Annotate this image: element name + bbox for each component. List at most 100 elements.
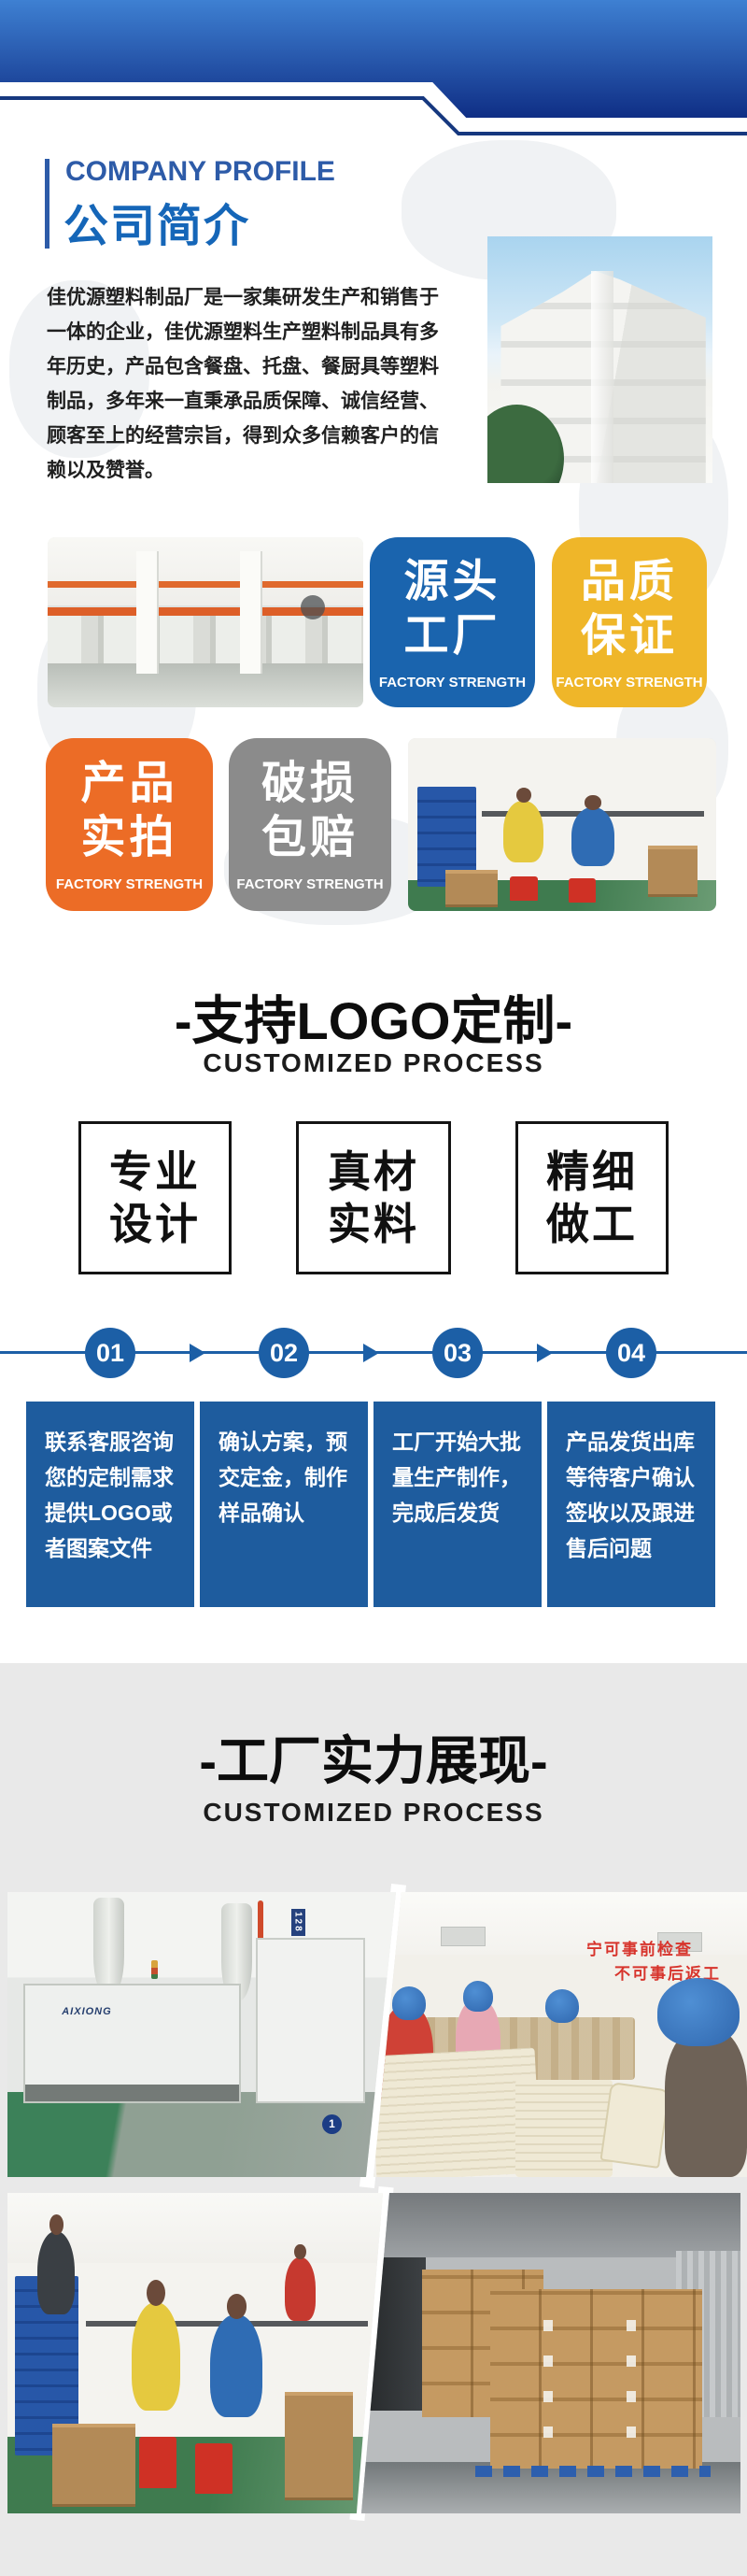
worker-head (49, 2214, 63, 2235)
factory-show-subtitle: CUSTOMIZED PROCESS (203, 1798, 544, 1827)
step-description-1: 联系客服咨询 您的定制需求 提供LOGO或 者图案文件 (26, 1402, 194, 1607)
badge-real-product-shots: 产品 实拍 FACTORY STRENGTH (46, 738, 213, 911)
feature-line: 实料 (328, 1200, 419, 1248)
building-corner (590, 270, 613, 483)
badge-title-line: 源头 (403, 556, 501, 606)
wall-slogan-line1: 宁可事前检查 (586, 1940, 693, 1958)
customization-title: -支持LOGO定制- (174, 991, 573, 1050)
column (135, 550, 157, 674)
badge-title-line: 破损 (261, 759, 359, 808)
blue-pallets (474, 2465, 711, 2477)
step-description-3: 工厂开始大批 量生产制作， 完成后发货 (374, 1402, 542, 1607)
warehouse-photo (361, 2193, 740, 2513)
worker-blue (210, 2294, 263, 2418)
worker-apron (665, 2028, 747, 2177)
badge-subtitle: FACTORY STRENGTH (236, 876, 384, 892)
tray-stack (515, 2080, 613, 2177)
badge-title-line: 工厂 (403, 610, 501, 661)
red-stool (195, 2442, 233, 2495)
worker-dark (37, 2214, 76, 2315)
worker-red (285, 2243, 316, 2322)
worker-cap-large (657, 1977, 740, 2046)
worker-cap (392, 1985, 426, 2021)
company-profile-label: COMPANY PROFILE (65, 156, 335, 187)
worker-head (294, 2243, 306, 2260)
badge-subtitle: FACTORY STRENGTH (556, 674, 703, 690)
feature-line: 专业 (109, 1147, 201, 1196)
badge-damage-compensation: 破损 包赔 FACTORY STRENGTH (229, 738, 391, 911)
feature-genuine-materials: 真材 实料 (296, 1121, 451, 1274)
machines-row (48, 615, 363, 670)
carton-labels (627, 2295, 637, 2463)
worker-blue (571, 795, 615, 866)
factory-show-title: -工厂实力展现- (199, 1731, 548, 1790)
station-number-text: 1 (329, 2117, 335, 2131)
carton-box (285, 2391, 353, 2501)
signal-light (150, 1960, 158, 1980)
worker-head (226, 2294, 247, 2319)
machine-station-number: 1 (321, 2113, 342, 2134)
orange-beam (48, 606, 363, 616)
tray-inspection-photo: 宁可事前检查 不可事后返工 (374, 1892, 747, 2177)
badge-quality-assurance: 品质 保证 FACTORY STRENGTH (552, 537, 707, 707)
feature-line: 精细 (546, 1147, 638, 1196)
badge-title-line: 保证 (580, 610, 678, 661)
ceiling (48, 537, 363, 605)
badge-title-line: 包赔 (261, 813, 359, 862)
packing-workshop-photo (7, 2193, 383, 2513)
open-carton-box (52, 2423, 135, 2508)
badge-title-line: 品质 (580, 556, 678, 606)
title-accent-bar (45, 159, 49, 249)
feature-professional-design: 专业 设计 (78, 1121, 232, 1274)
badge-subtitle: FACTORY STRENGTH (55, 876, 204, 892)
step-description-4: 产品发货出库 等待客户确认 签收以及跟进 售后问题 (547, 1402, 715, 1607)
worker-head (515, 788, 531, 804)
map-blob (9, 280, 149, 458)
step-description-2: 确认方案，预 交定金，制作 样品确认 (200, 1402, 368, 1607)
badge-subtitle: FACTORY STRENGTH (378, 674, 527, 690)
red-stool (509, 876, 538, 901)
air-vent (657, 1931, 702, 1953)
carton-stack-main (490, 2288, 703, 2469)
step-number-text: 03 (443, 1338, 472, 1367)
step-number-text: 01 (95, 1338, 125, 1367)
arrow-right-icon (363, 1344, 379, 1362)
step-number-text: 04 (616, 1338, 646, 1367)
customization-subtitle: CUSTOMIZED PROCESS (203, 1048, 544, 1077)
feature-line: 真材 (328, 1147, 419, 1196)
machine-body (22, 1983, 241, 2103)
molding-machines-photo: AIXIONG 128 1 (7, 1892, 396, 2177)
floor (48, 662, 363, 707)
green-floor (7, 2091, 396, 2177)
step-number-04: 04 (606, 1328, 656, 1378)
step-number-text: 02 (269, 1338, 299, 1367)
worker-yellow (131, 2280, 180, 2412)
banner-outline (0, 96, 747, 135)
worker-cap (463, 1980, 493, 2013)
worker-head (146, 2280, 165, 2307)
carton-box (648, 845, 698, 898)
badge-title-line: 实拍 (80, 813, 178, 862)
step-number-01: 01 (85, 1328, 135, 1378)
badge-title-line: 产品 (80, 759, 178, 808)
feature-line: 设计 (109, 1200, 201, 1248)
carton-box (444, 869, 498, 908)
worker-head (585, 795, 601, 810)
feature-fine-workmanship: 精细 做工 (515, 1121, 669, 1274)
roof-truss (361, 2193, 740, 2257)
fan (301, 594, 326, 619)
red-stool (568, 877, 597, 903)
orange-beam (48, 581, 363, 589)
worker-cap (545, 1988, 579, 2024)
workshop-photo (48, 537, 363, 707)
hopper (92, 1898, 124, 1995)
molded-tray (599, 2082, 670, 2170)
carton-labels (543, 2295, 553, 2463)
arrow-right-icon (537, 1344, 553, 1362)
arrow-right-icon (190, 1344, 205, 1362)
badge-source-factory: 源头 工厂 FACTORY STRENGTH (370, 537, 535, 707)
machine-cabinet (256, 1937, 365, 2103)
step-number-02: 02 (259, 1328, 309, 1378)
company-building-photo (487, 236, 712, 483)
